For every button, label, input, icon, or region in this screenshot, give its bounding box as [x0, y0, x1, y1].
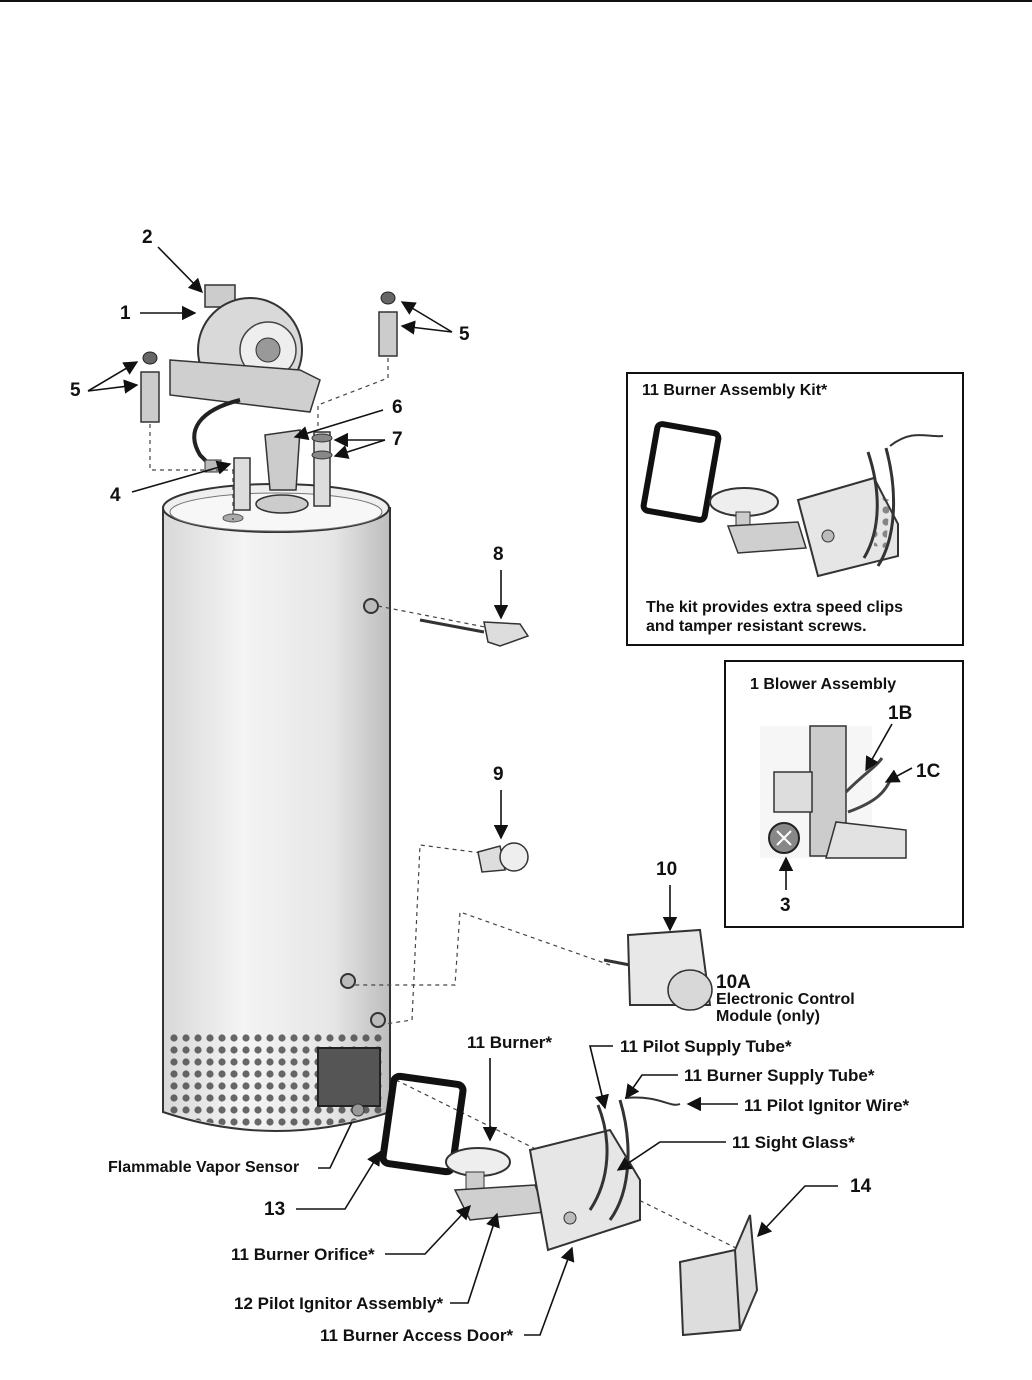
label-burner-supply-tube: 11 Burner Supply Tube*: [684, 1066, 875, 1085]
top-rule: [0, 0, 1032, 2]
tank-top-fittings: [233, 429, 333, 514]
callout-4: 4: [110, 485, 121, 506]
callout-6: 6: [392, 397, 403, 418]
fittings-5: [140, 291, 398, 423]
callout-10a: 10A: [716, 972, 751, 993]
label-sight-glass: 11 Sight Glass*: [732, 1133, 855, 1152]
blower-assembly: [169, 284, 321, 473]
part-13-gasket: [379, 1072, 467, 1176]
label-burner: 11 Burner*: [467, 1033, 553, 1052]
callout-14: 14: [850, 1176, 872, 1197]
callout-10a-desc-line2: Module (only): [716, 1008, 820, 1025]
part-14-bracket: [678, 1214, 759, 1337]
burner-assembly-kit-inset: 11 Burner Assembly Kit* The kit provides…: [626, 372, 964, 646]
callout-1c: 1C: [916, 761, 941, 782]
callout-9: 9: [493, 764, 504, 785]
callout-3: 3: [780, 895, 791, 916]
callout-5-left: 5: [70, 380, 81, 401]
part-10-control-module: [603, 928, 713, 1011]
blower-assembly-inset: 1 Blower Assembly 1B 1C 3: [724, 660, 964, 928]
label-burner-access-door: 11 Burner Access Door*: [320, 1326, 514, 1345]
label-pilot-ignitor-wire: 11 Pilot Ignitor Wire*: [744, 1096, 910, 1115]
label-pilot-ignitor-assembly: 12 Pilot Ignitor Assembly*: [234, 1294, 444, 1313]
burner-assembly: [445, 1096, 681, 1252]
label-burner-orifice: 11 Burner Orifice*: [231, 1245, 375, 1264]
water-heater-tank: [162, 483, 391, 1132]
callout-13: 13: [264, 1199, 286, 1220]
kit-illustration: [640, 421, 944, 578]
callout-1: 1: [120, 303, 131, 324]
kit-note-line1: The kit provides extra speed clips: [646, 599, 903, 616]
leader-arrows: [87, 246, 838, 1336]
part-9: [477, 842, 529, 873]
kit-note-line2: and tamper resistant screws.: [646, 618, 867, 635]
callout-10: 10: [656, 859, 678, 880]
callout-2: 2: [142, 227, 153, 248]
kit-title: 11 Burner Assembly Kit*: [642, 382, 828, 399]
part-8: [419, 618, 530, 647]
callout-1b: 1B: [888, 703, 913, 724]
callout-10a-desc-line1: Electronic Control: [716, 991, 855, 1008]
callout-8: 8: [493, 544, 504, 565]
label-flammable-vapor-sensor: Flammable Vapor Sensor: [108, 1159, 300, 1176]
assembly-lines: [149, 358, 741, 1251]
blower-inset-title: 1 Blower Assembly: [750, 676, 897, 693]
label-pilot-supply-tube: 11 Pilot Supply Tube*: [620, 1037, 792, 1056]
blower-inset-illustration: [760, 723, 913, 890]
callout-5-right: 5: [459, 324, 470, 345]
callout-7: 7: [392, 429, 403, 450]
